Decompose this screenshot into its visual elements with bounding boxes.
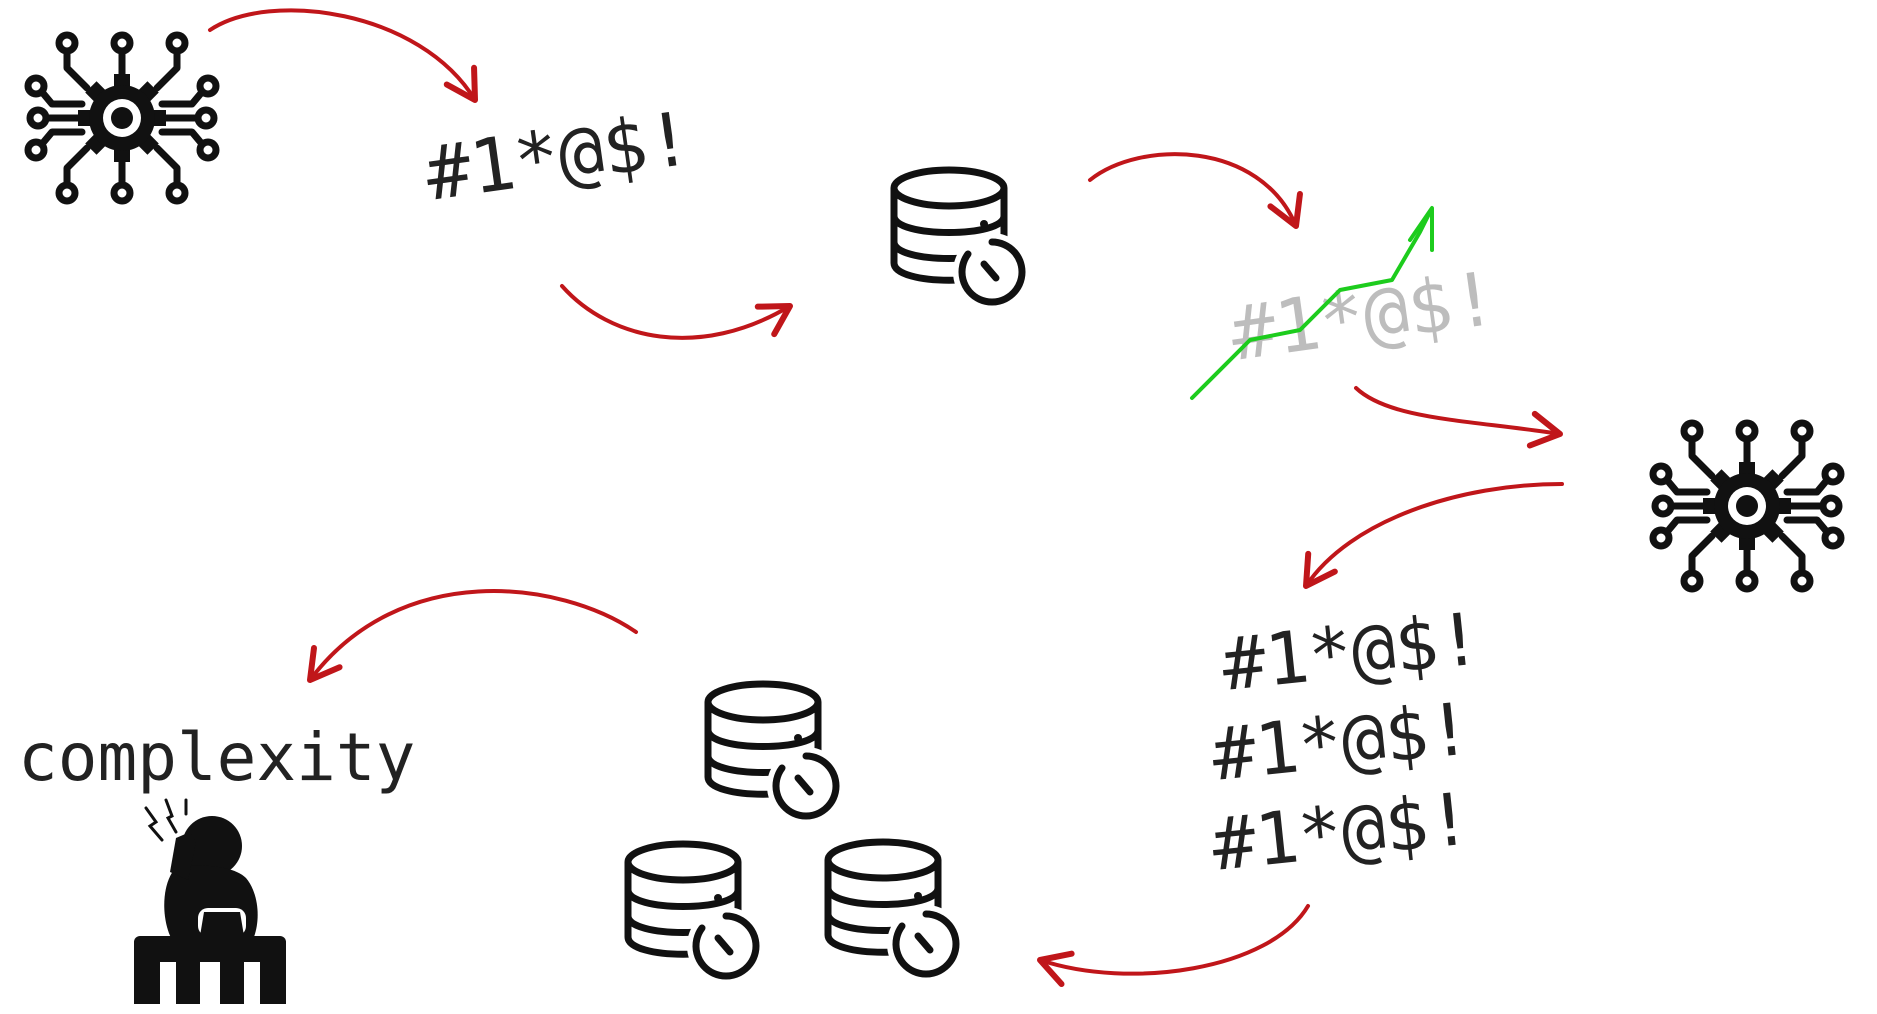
arrow-trend-to-ai (1354, 386, 1563, 449)
stress-lines-icon (144, 798, 188, 842)
database-timer-icon-cluster-left (628, 844, 760, 980)
arrow-ai-to-symbols (208, 8, 478, 103)
arrow-symbols-to-db (560, 284, 793, 340)
database-timer-icon-single (894, 170, 1026, 306)
svg-text:#1*@$!: #1*@$! (421, 95, 698, 217)
arrow-cluster-to-complexity (307, 589, 638, 683)
stressed-person-icon (134, 816, 286, 1004)
trend-arrowhead (1408, 206, 1434, 252)
symbols-trend-text: #1*@$! (1226, 255, 1503, 377)
symbols-stack: #1*@$! #1*@$! #1*@$! (1208, 596, 1485, 887)
svg-text:complexity: complexity (18, 719, 415, 796)
database-timer-cluster (628, 684, 960, 980)
symbols-trend: #1*@$! (1190, 206, 1503, 400)
complexity-node: complexity (18, 719, 415, 1004)
ai-chip-icon-top (28, 35, 216, 201)
symbols-raw: #1*@$! (421, 95, 698, 217)
database-timer-icon-cluster-top (708, 684, 840, 820)
arrow-ai-to-stack (1303, 482, 1564, 589)
svg-text:#1*@$!: #1*@$! (1226, 255, 1503, 377)
symbols-raw-text: #1*@$! (421, 95, 698, 217)
arrow-stack-to-cluster (1037, 904, 1310, 988)
database-timer-icon-cluster-right (828, 842, 960, 978)
complexity-label: complexity (18, 719, 415, 796)
flow-arrows (208, 8, 1564, 988)
ai-chip-icon-right (1653, 423, 1841, 589)
arrow-db-to-trend (1088, 152, 1303, 229)
trend-line (1190, 210, 1432, 400)
